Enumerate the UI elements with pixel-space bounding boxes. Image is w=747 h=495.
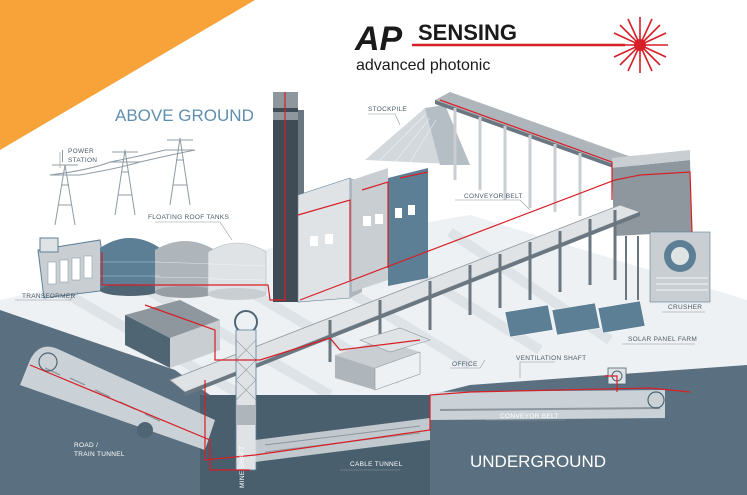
floating-roof-tanks-label: FLOATING ROOF TANKS	[148, 214, 230, 221]
transformer-label: TRANSFORMER	[22, 293, 76, 300]
crusher-building	[612, 150, 711, 303]
upper-conveyor	[435, 92, 640, 216]
power-station-pylons	[49, 137, 196, 226]
logo-sensing-text: SENSING	[418, 20, 517, 45]
logo-ap-text: AP	[354, 20, 403, 58]
mine-headframe	[234, 310, 258, 471]
label-leaders	[15, 113, 705, 471]
logo-tagline: advanced photonic	[356, 57, 490, 74]
solar-panels	[504, 300, 646, 338]
above-ground-label: ABOVE GROUND	[115, 106, 254, 125]
mine-shaft-label: MINE SHAFT	[239, 446, 246, 488]
power-station-label-line	[62, 150, 63, 162]
power-station-label-2: STATION	[68, 157, 97, 164]
office-label: OFFICE	[452, 361, 478, 368]
road-train-tunnel-label-2: TRAIN TUNNEL	[74, 451, 125, 458]
road-train-tunnel-label-1: ROAD /	[74, 442, 98, 449]
floating-roof-tanks	[100, 238, 267, 300]
main-conveyor	[169, 204, 642, 396]
ap-sensing-logo: AP SENSING advanced photonic	[354, 17, 668, 74]
warehouse	[125, 300, 220, 368]
stockpile-label: STOCKPILE	[368, 106, 407, 113]
cable-tunnel-label: CABLE TUNNEL	[350, 461, 403, 468]
stockpile	[365, 105, 470, 165]
conveyor-belt-bottom-label: CONVEYOR BELT	[500, 413, 559, 420]
conveyor-belt-top-label: CONVEYOR BELT	[464, 193, 523, 200]
plant-buildings	[297, 168, 428, 303]
solar-panel-farm-label: SOLAR PANEL FARM	[628, 336, 697, 343]
office-buildings	[335, 327, 431, 391]
power-station-label-1: POWER	[68, 148, 94, 155]
crusher-label: CRUSHER	[668, 304, 702, 311]
underground-label: UNDERGROUND	[470, 452, 606, 471]
transformer	[37, 237, 109, 299]
road-train-tunnel	[20, 346, 215, 450]
orange-corner-accent	[0, 0, 255, 150]
underground-conveyor-tunnel	[430, 390, 665, 420]
ventilation-shaft-label: VENTILATION SHAFT	[516, 355, 586, 362]
sensing-fibre-lines	[29, 92, 693, 471]
